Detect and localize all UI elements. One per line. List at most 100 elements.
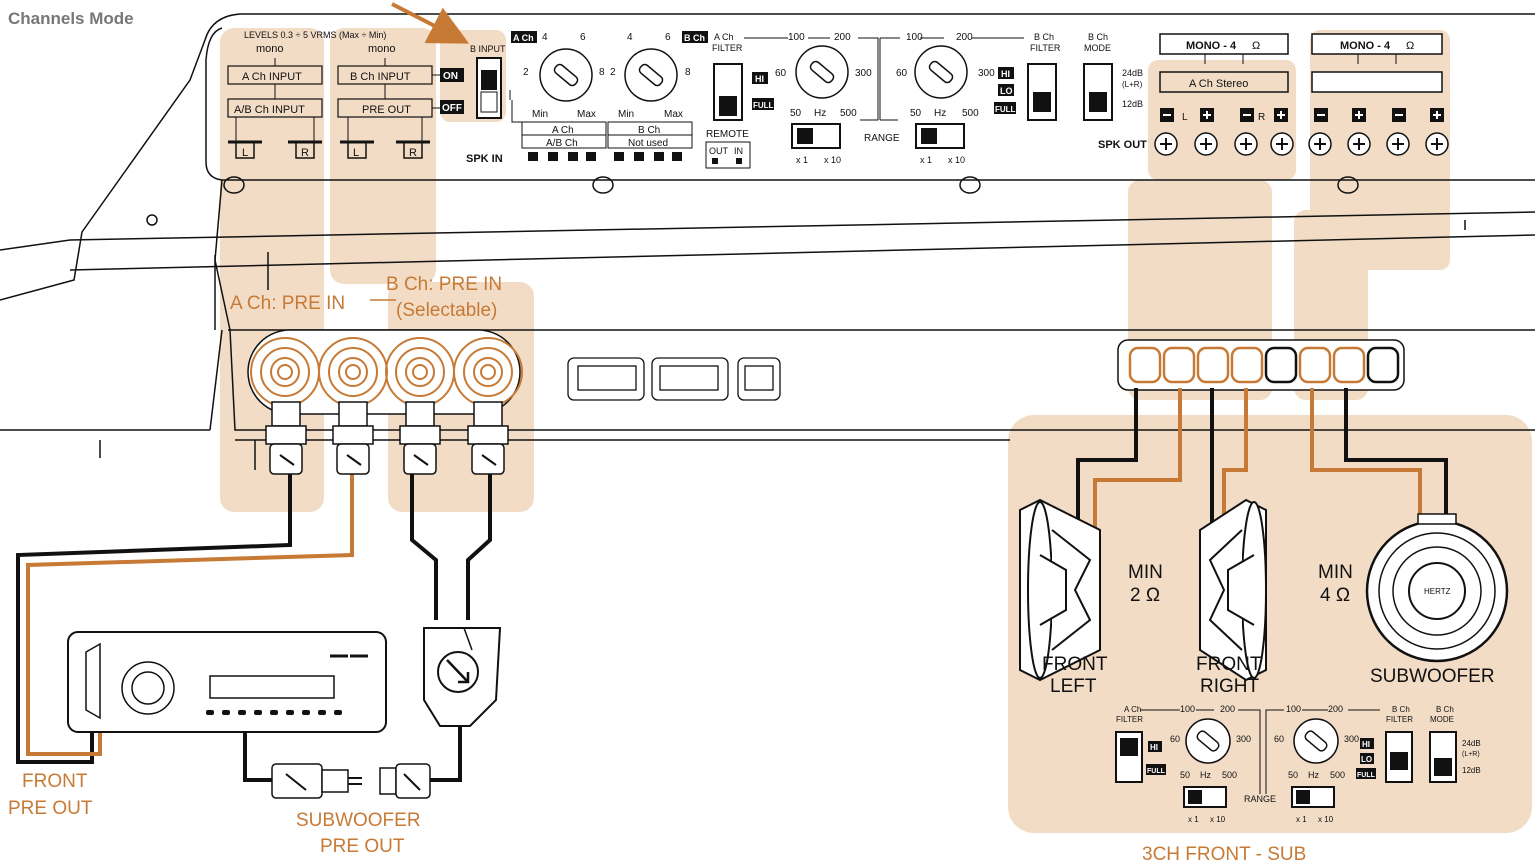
bot-fb-200: 200 — [1328, 704, 1343, 714]
subwoofer-label: SUBWOOFER — [1370, 666, 1495, 687]
fb-200: 200 — [956, 32, 973, 43]
front-left-1: FRONT — [1042, 654, 1108, 675]
min-2-label: MIN — [1128, 562, 1163, 583]
a-ch-stereo: A Ch Stereo — [1189, 78, 1248, 90]
remote-out: OUT — [709, 146, 729, 156]
on-badge — [440, 68, 464, 82]
mono4-left: MONO - 4 — [1186, 40, 1237, 52]
highlight-a-stereo-top — [1148, 60, 1296, 180]
bottom-panel: A Ch FILTER HI FULL 100 200 60 300 50 Hz… — [1115, 704, 1481, 824]
a-x1: x 1 — [796, 155, 808, 165]
bot-fa-100: 100 — [1180, 704, 1195, 714]
a-filter-2: FILTER — [712, 43, 743, 53]
bch-tag: B Ch — [684, 33, 705, 43]
a-hi: HI — [755, 74, 764, 84]
ohm-2-label: 2 Ω — [1130, 585, 1160, 606]
ohm-4-label: 4 Ω — [1320, 585, 1350, 606]
ka-4: 4 — [542, 32, 548, 43]
b-hi: HI — [1001, 69, 1010, 79]
db12: 12dB — [1122, 99, 1143, 109]
sub-pre-out-2: PRE OUT — [320, 836, 405, 857]
head-unit — [67, 631, 387, 733]
on-label: ON — [443, 71, 458, 82]
ka-2: 2 — [523, 67, 529, 78]
bot-b-filter-2: FILTER — [1386, 715, 1413, 724]
b-pre-in-label: B Ch: PRE IN — [386, 274, 502, 295]
bot-a-x1: x 1 — [1188, 815, 1199, 824]
bot-db24: 24dB — [1462, 739, 1481, 748]
remote-in: IN — [734, 146, 743, 156]
diagram-labels: B Ch: PRE IN A Ch: PRE IN (Selectable) F… — [8, 274, 1495, 864]
r2-label: R — [409, 147, 417, 159]
r1-label: R — [301, 147, 309, 159]
b-mode-2: MODE — [1084, 43, 1111, 53]
spk-out-screws — [1154, 132, 1449, 156]
speaker-outputs: MONO - 4 Ω A Ch Stereo MONO - 4 Ω L R SP… — [1098, 33, 1449, 156]
a-level-knob[interactable] — [539, 48, 593, 102]
kb-8: 8 — [685, 67, 691, 78]
ka-max: Max — [577, 109, 596, 120]
screw-crosses — [1160, 138, 1443, 150]
rca-plug-4 — [467, 401, 509, 475]
bot-fa-60: 60 — [1170, 734, 1180, 744]
highlight-speaker-zone — [1008, 415, 1532, 833]
a-freq-knob[interactable] — [795, 45, 849, 99]
kb-min: Min — [618, 109, 634, 120]
selectable-label: (Selectable) — [396, 300, 497, 321]
front-left-2: LEFT — [1050, 676, 1097, 697]
b-ch-input-label: B Ch INPUT — [350, 71, 411, 83]
b-input-switch-slot — [480, 91, 498, 113]
speaker-terminal-strip — [1117, 339, 1405, 391]
highlight-b-input-top — [330, 28, 436, 284]
kb-2: 2 — [610, 67, 616, 78]
mono-a-label: mono — [256, 43, 284, 55]
range-label: RANGE — [864, 133, 900, 144]
min-4-label: MIN — [1318, 562, 1353, 583]
b-lo: LO — [1000, 86, 1013, 96]
l2-label: L — [353, 147, 359, 159]
b-freq-knob[interactable] — [914, 45, 968, 99]
sub-pre-out-1: SUBWOOFER — [296, 810, 421, 831]
off-badge — [440, 100, 464, 114]
fb-100: 100 — [906, 32, 923, 43]
fa-hz: Hz — [814, 108, 826, 119]
fa-60: 60 — [775, 68, 787, 79]
front-left-speaker — [1019, 498, 1101, 682]
b-level-knob[interactable] — [624, 48, 678, 102]
rca-plug-3 — [399, 401, 441, 475]
rca-plugs — [265, 401, 509, 475]
a-filter-1: A Ch — [714, 32, 734, 42]
bot-b-x1: x 1 — [1296, 815, 1307, 824]
a-pre-in-label: A Ch: PRE IN — [230, 293, 345, 314]
kb-6: 6 — [665, 32, 671, 43]
subwoofer-speaker — [1365, 513, 1509, 663]
sub-brand: HERTZ — [1424, 587, 1451, 596]
fa-500: 500 — [840, 108, 857, 119]
ka-6: 6 — [580, 32, 586, 43]
remote-label: REMOTE — [706, 129, 749, 140]
bot-a-filter-1: A Ch — [1124, 705, 1141, 714]
b-x10: x 10 — [948, 155, 965, 165]
mono4-right: MONO - 4 — [1340, 40, 1391, 52]
bot-b-lo: LO — [1361, 755, 1372, 764]
bot-fa-hz: Hz — [1200, 770, 1211, 780]
spk-in-bch: B Ch — [638, 125, 660, 136]
bot-fb-100: 100 — [1286, 704, 1301, 714]
front-right-2: RIGHT — [1200, 676, 1260, 697]
y-splitter — [423, 627, 502, 727]
kb-max: Max — [664, 109, 683, 120]
pointer-arrow — [391, 2, 470, 44]
fa-100: 100 — [788, 32, 805, 43]
sub-pre-out-plugs — [271, 763, 431, 799]
bot-b-mode-2: MODE — [1430, 715, 1454, 724]
b-mode-1: B Ch — [1088, 32, 1108, 42]
crossover-section: A Ch FILTER HI FULL REMOTE OUT IN 100 20… — [705, 32, 1143, 169]
mono4-left-ohm: Ω — [1252, 40, 1260, 52]
bot-fb-300: 300 — [1344, 734, 1359, 744]
front-right-speaker — [1199, 498, 1267, 682]
spk-in-label: SPK IN — [466, 153, 503, 165]
bot-fb-60: 60 — [1274, 734, 1284, 744]
ka-min: Min — [532, 109, 548, 120]
b-input-switch-knob — [481, 70, 497, 90]
